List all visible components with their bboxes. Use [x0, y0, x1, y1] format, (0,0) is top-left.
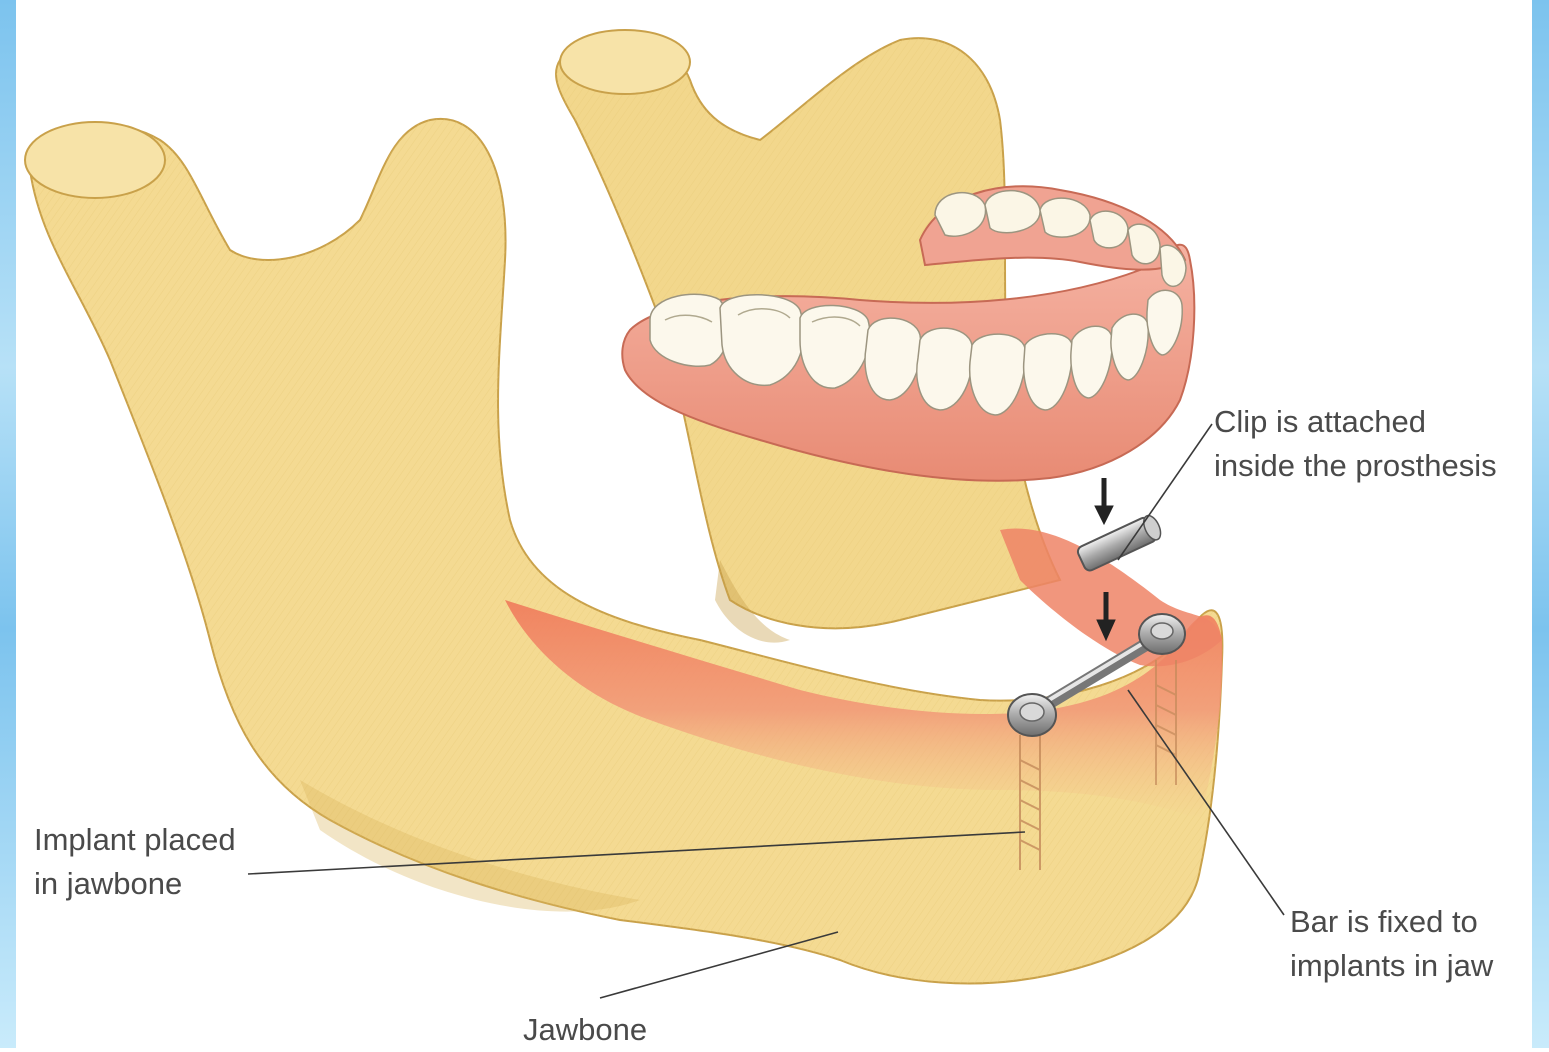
- leader-jawbone: [600, 932, 838, 998]
- abutment-back: [1139, 614, 1185, 654]
- label-bar: Bar is fixed to implants in jaw: [1290, 900, 1532, 988]
- label-bar-line2: implants in jaw: [1290, 944, 1532, 988]
- label-clip-line1: Clip is attached: [1214, 400, 1532, 444]
- label-clip-line2: inside the prosthesis: [1214, 444, 1532, 488]
- arrow-down-upper: [1095, 478, 1113, 524]
- label-implant: Implant placed in jawbone: [34, 818, 236, 906]
- label-bar-line1: Bar is fixed to: [1290, 900, 1532, 944]
- label-jawbone: Jawbone: [523, 1008, 647, 1052]
- far-condyle: [560, 30, 690, 94]
- label-implant-line2: in jawbone: [34, 862, 236, 906]
- label-clip: Clip is attached inside the prosthesis: [1214, 400, 1532, 488]
- label-implant-line1: Implant placed: [34, 818, 236, 862]
- clip: [1076, 513, 1164, 572]
- near-condyle: [25, 122, 165, 198]
- abutment-front: [1008, 694, 1056, 736]
